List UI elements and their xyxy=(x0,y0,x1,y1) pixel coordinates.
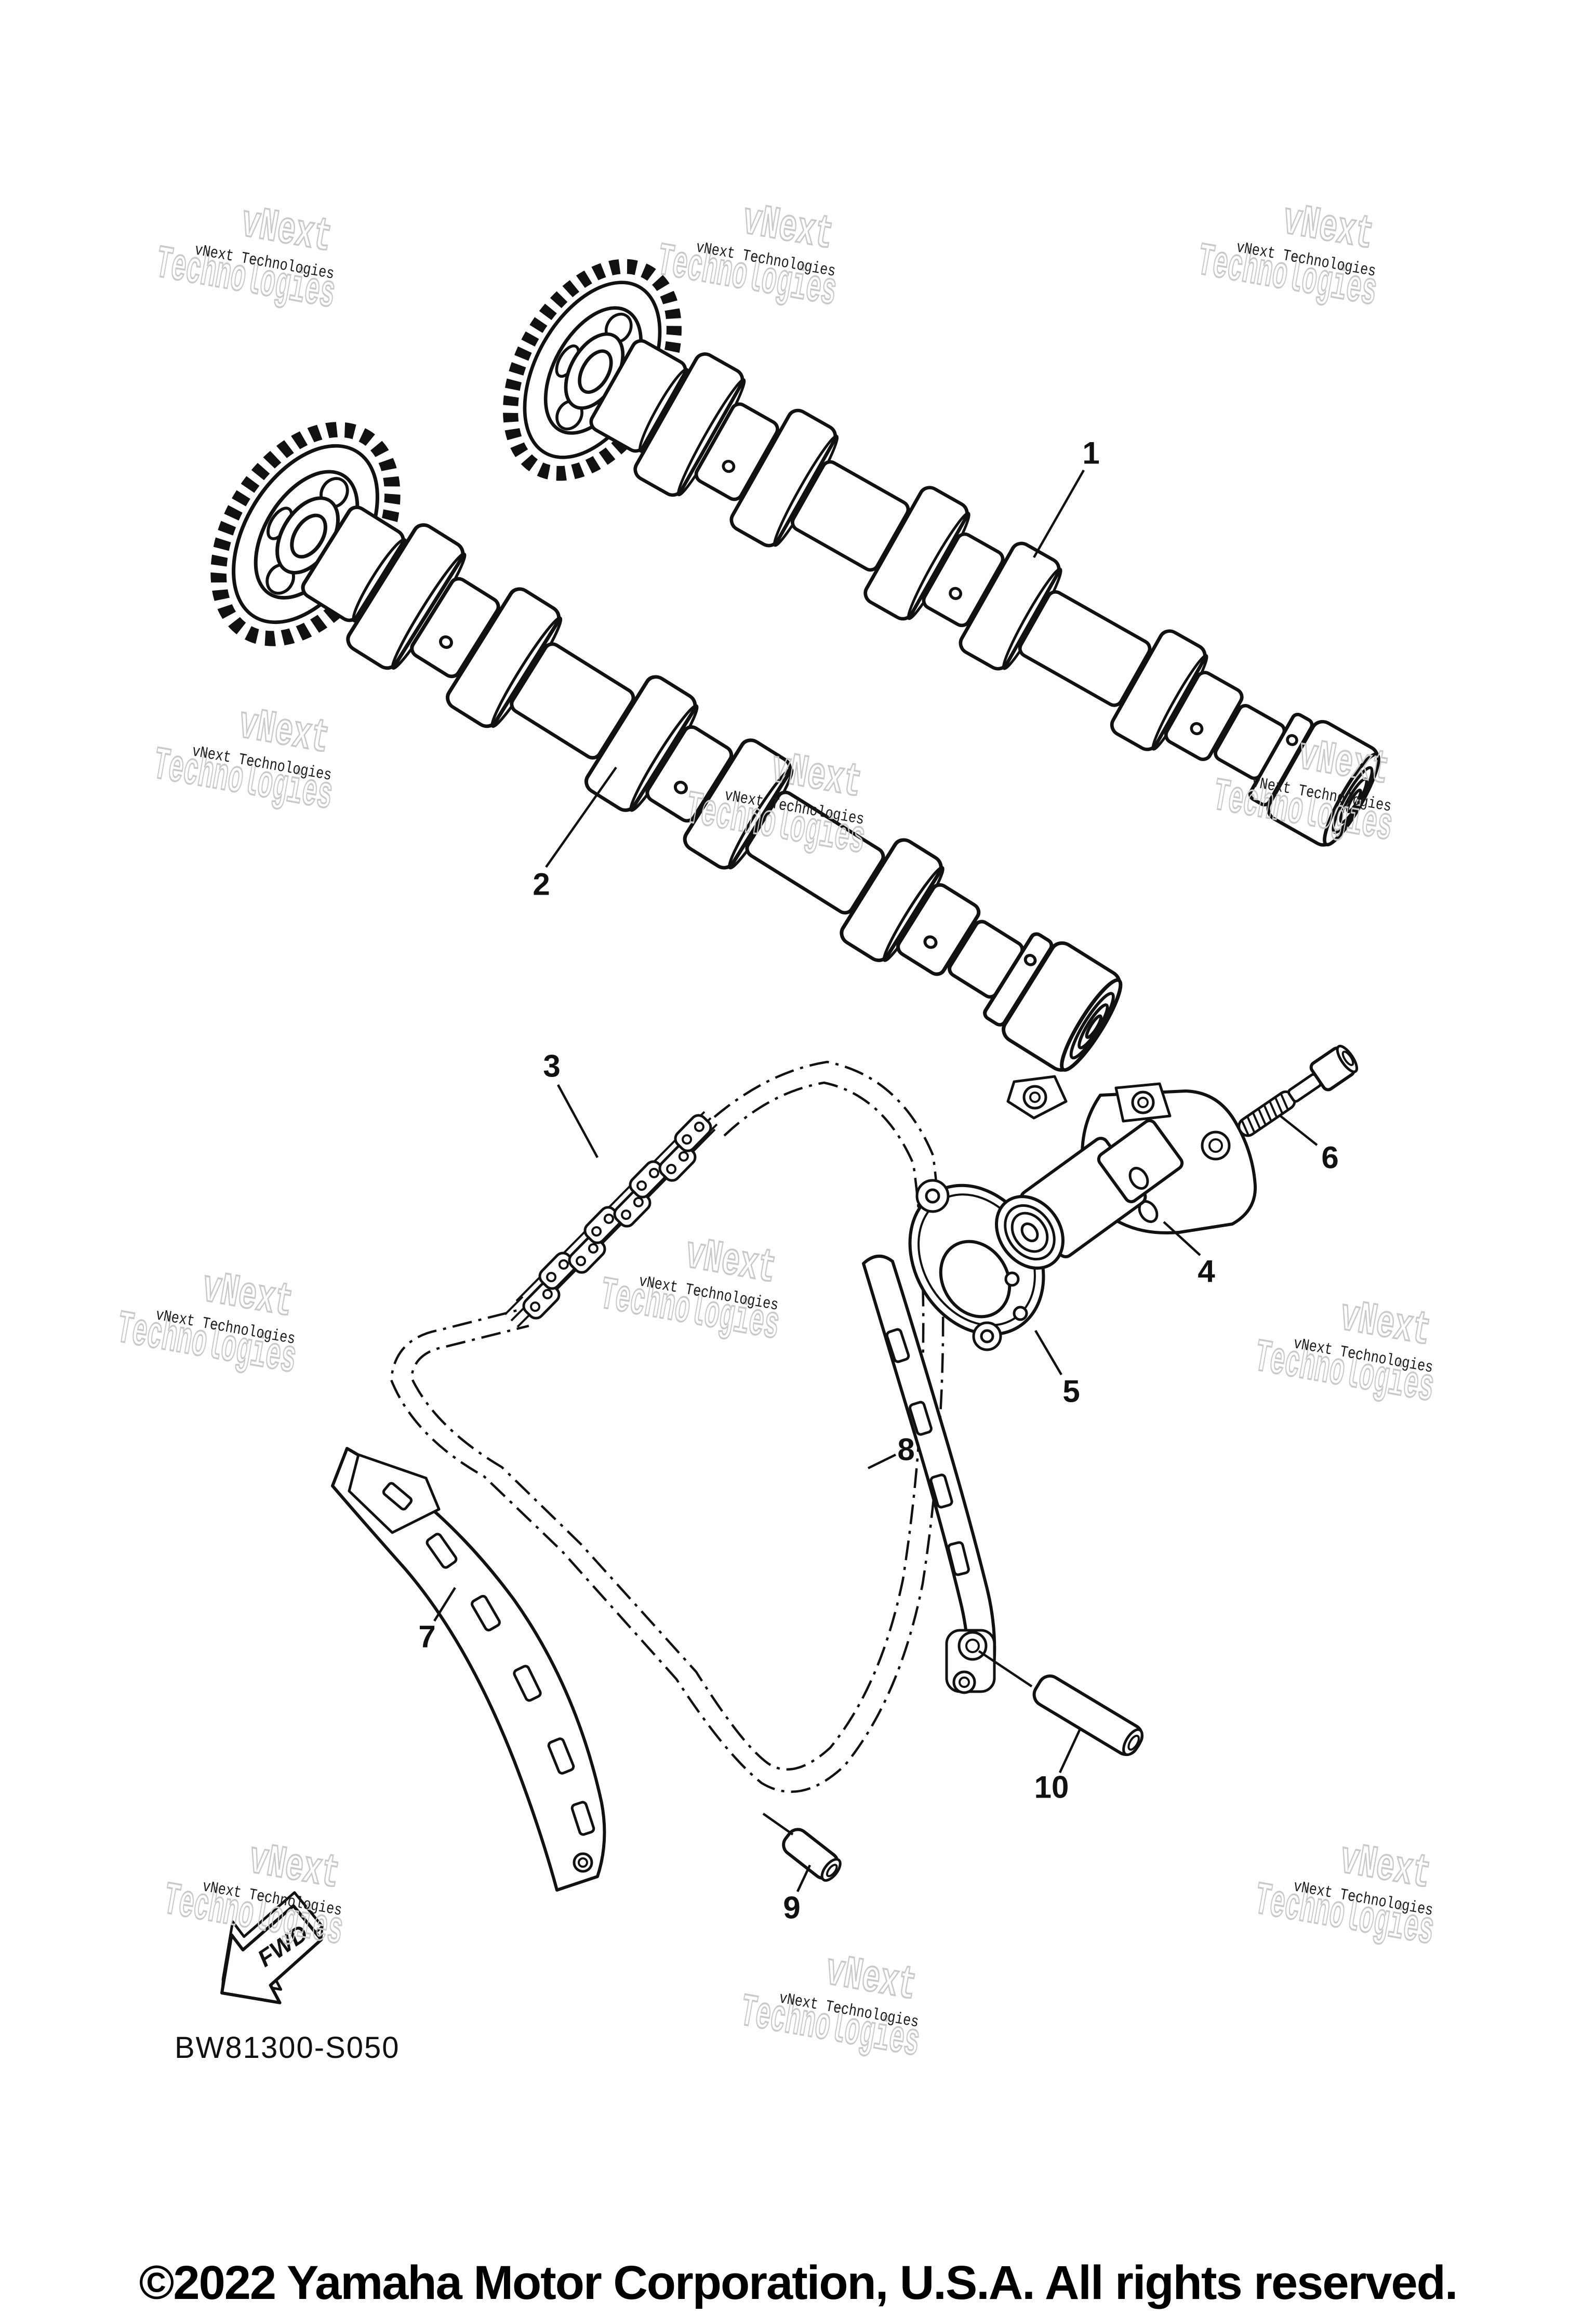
chain-tensioner xyxy=(995,1075,1257,1270)
callout-leader-8 xyxy=(868,1453,896,1470)
callout-number-4: 4 xyxy=(1198,1254,1215,1289)
callout-leader-6 xyxy=(1278,1114,1318,1146)
callout-number-8: 8 xyxy=(897,1432,914,1467)
callout-number-2: 2 xyxy=(533,867,550,902)
callout-number-5: 5 xyxy=(1062,1374,1080,1409)
callout-leader-10 xyxy=(1058,1730,1081,1773)
dowel-pin-10 xyxy=(1032,1674,1143,1757)
assembly-line xyxy=(978,1650,1033,1687)
assembly-lines xyxy=(762,1650,1033,1836)
callout-leader-3 xyxy=(557,1084,598,1159)
camshaft-2 xyxy=(182,398,1161,1128)
callout-number-9: 9 xyxy=(783,1891,800,1925)
callout-number-6: 6 xyxy=(1321,1140,1338,1175)
callout-leader-9 xyxy=(796,1865,812,1892)
callout-number-10: 10 xyxy=(1034,1770,1069,1805)
copyright-footer: ©2022 Yamaha Motor Corporation, U.S.A. A… xyxy=(139,2256,1458,2309)
timing-chain xyxy=(390,1060,945,1793)
callout-number-3: 3 xyxy=(543,1049,560,1084)
callout-leader-5 xyxy=(1034,1329,1062,1376)
assembly-line xyxy=(762,1813,794,1836)
dowel-pin-9 xyxy=(782,1828,842,1882)
chain-links xyxy=(522,1114,712,1320)
callout-leader-2 xyxy=(545,766,617,868)
chain-guide-rear xyxy=(862,1254,996,1694)
callout-leader-7 xyxy=(433,1587,456,1622)
callouts-layer: 1 2 3 4 5 6 7 8 9 10 xyxy=(418,436,1338,1925)
callout-number-7: 7 xyxy=(418,1619,435,1654)
chain-guide-front xyxy=(331,1447,606,1892)
diagram-part-code: BW81300-S050 xyxy=(175,2031,400,2065)
fwd-arrow: FWD xyxy=(220,1891,324,2004)
callout-leader-1 xyxy=(1033,469,1085,558)
tensioner-bolt xyxy=(1238,1044,1359,1137)
callout-leader-4 xyxy=(1163,1221,1201,1256)
callout-number-1: 1 xyxy=(1082,436,1099,471)
